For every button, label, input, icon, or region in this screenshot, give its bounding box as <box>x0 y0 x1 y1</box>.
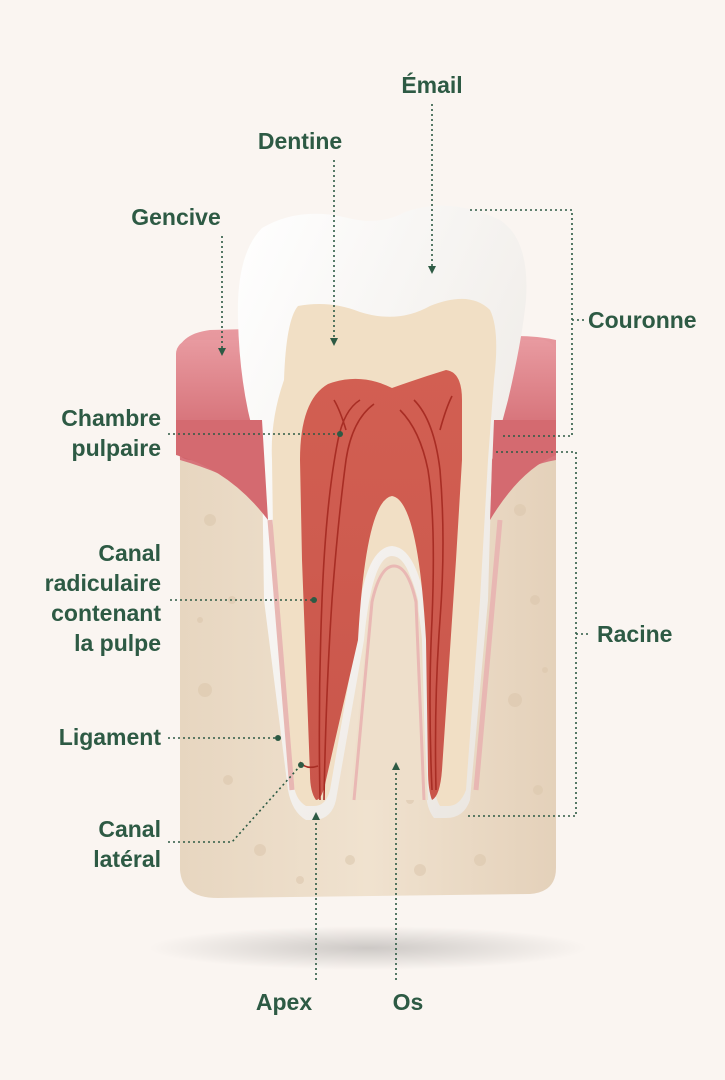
label-gencive: Gencive <box>131 204 221 230</box>
label-canal-lateral: Canal latéral <box>93 816 161 872</box>
label-racine: Racine <box>597 621 673 647</box>
ground-shadow <box>148 926 588 970</box>
label-chambre-pulpaire: Chambre pulpaire <box>61 405 161 461</box>
pulp-cavity <box>300 370 462 800</box>
blood-vessels <box>299 395 453 801</box>
label-canal-radiculaire: Canal radiculaire contenant la pulpe <box>44 540 161 656</box>
leader-arrowheads <box>218 266 436 820</box>
label-ligament: Ligament <box>58 724 161 750</box>
label-dentine: Dentine <box>257 128 343 154</box>
label-apex: Apex <box>255 989 313 1015</box>
label-os: Os <box>392 989 424 1015</box>
label-email: Émail <box>401 72 463 98</box>
leader-lines <box>168 104 590 980</box>
label-couronne: Couronne <box>588 307 697 333</box>
